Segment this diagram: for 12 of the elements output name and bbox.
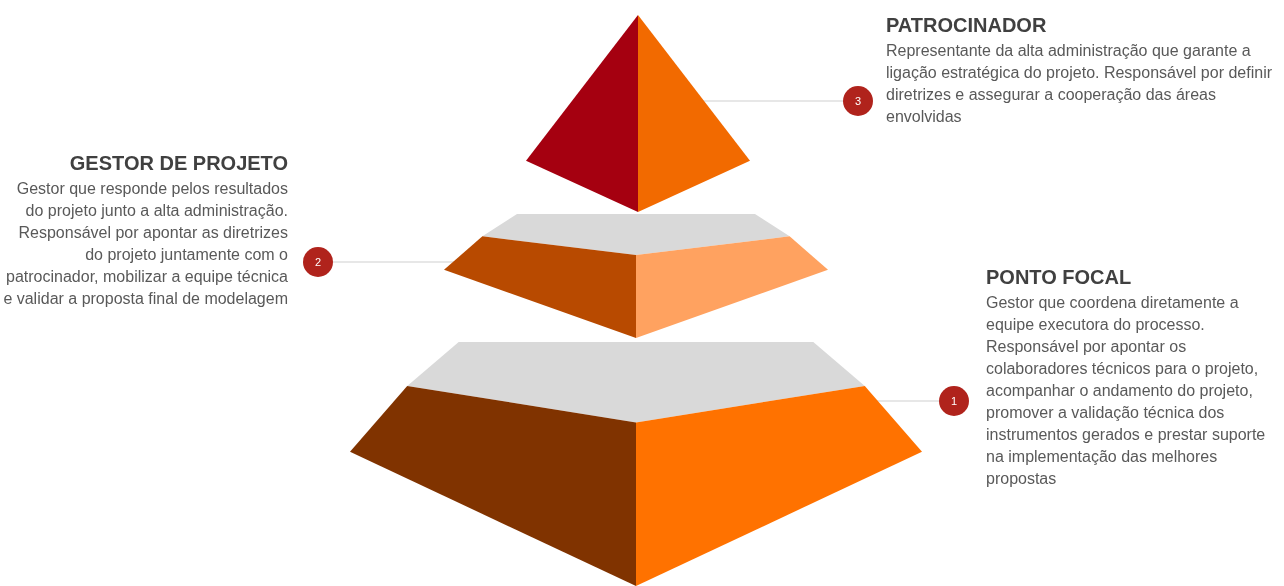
pyramid-base-tier bbox=[350, 342, 922, 586]
heading-text: PONTO FOCAL bbox=[986, 266, 1132, 289]
callout-number: 2 bbox=[303, 247, 333, 277]
description-text: Gestor que responde pelos resultados do projeto junto a alta administração. Responsável por apontar as diretrizes do projeto juntamente com o patrocinador, mobilizar a equipe técnica e validar a proposta final de modelagem bbox=[2, 179, 288, 309]
heading-text: PATROCINADOR bbox=[886, 14, 1047, 37]
description-text: Representante da alta administração que garante a ligação estratégica do projeto. Responsável por definir diretrizes e assegurar a cooperação das áreas envolvidas bbox=[886, 41, 1273, 127]
pyramid-top bbox=[526, 15, 750, 212]
description-text: Gestor que coordena diretamente a equipe executora do processo. Responsável por apontar os colaboradores técnicos para o projeto, acompanhar o andamento do projeto, promover a validação técnica dos instrumentos gerados e prestar suporte na implementação das melhores propostas bbox=[986, 293, 1267, 489]
callout-number: 1 bbox=[939, 386, 969, 416]
callout-number: 3 bbox=[843, 86, 873, 116]
heading-text: GESTOR DE PROJETO bbox=[69, 152, 288, 175]
pyramid-middle-tier bbox=[444, 214, 828, 338]
